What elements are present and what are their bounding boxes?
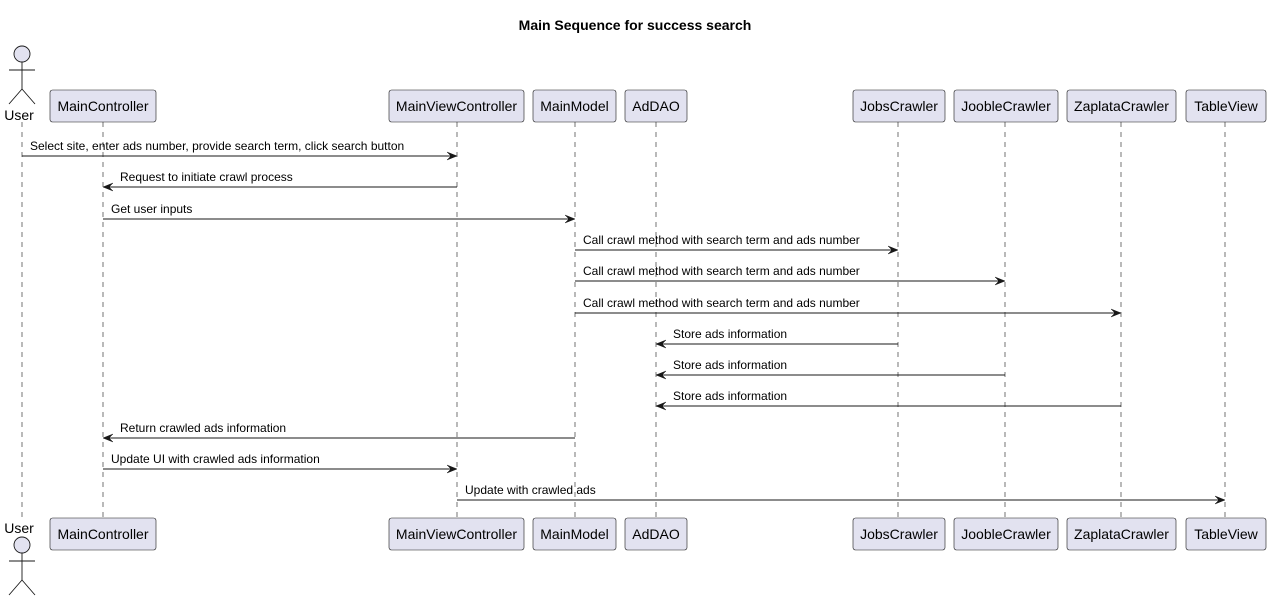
arrowhead [446, 464, 458, 474]
message-label: Store ads information [673, 358, 787, 372]
participant-label-top: MainViewController [396, 98, 517, 114]
actor-label-bottom: User [4, 520, 34, 536]
participant-box-bottom [624, 517, 688, 551]
participant-label-top: MainModel [540, 98, 608, 114]
participant-box-top [1066, 89, 1177, 123]
arrowhead [1110, 308, 1122, 318]
bottom-actor-legs [8, 579, 36, 596]
message-label: Request to initiate crawl process [120, 170, 293, 184]
message-label: Call crawl method with search term and a… [583, 264, 860, 278]
participant-box-bottom [532, 517, 617, 551]
arrowhead [887, 245, 899, 255]
participant-label-bottom: JobsCrawler [860, 526, 938, 542]
participant-label-bottom: MainViewController [396, 526, 517, 542]
message-9: Store ads information [655, 389, 1121, 411]
participant-box-top [388, 89, 525, 123]
participant-ad-dao: AdDAO AdDAO [624, 89, 688, 551]
arrowhead [655, 401, 667, 411]
message-11: Update UI with crawled ads information [103, 452, 458, 474]
participant-box-bottom [1185, 517, 1267, 551]
participant-box-bottom [852, 517, 946, 551]
message-2: Request to initiate crawl process [102, 170, 457, 192]
participant-label-bottom: AdDAO [632, 526, 680, 542]
message-label: Call crawl method with search term and a… [583, 296, 860, 310]
participant-box-top [1185, 89, 1267, 123]
participant-label-top: TableView [1194, 98, 1258, 114]
diagram-title: Main Sequence for success search [519, 17, 752, 33]
participant-label-bottom: MainController [57, 526, 148, 542]
bottom-actor-head [13, 536, 31, 554]
arrowhead [102, 433, 114, 443]
participant-box-top [532, 89, 617, 123]
message-label: Select site, enter ads number, provide s… [30, 139, 404, 153]
participant-box-top [953, 89, 1059, 123]
participant-box-top [49, 89, 157, 123]
message-12: Update with crawled ads [457, 483, 1226, 505]
message-label: Call crawl method with search term and a… [583, 233, 860, 247]
participant-label-top: JoobleCrawler [961, 98, 1051, 114]
arrowhead [446, 151, 458, 161]
participant-box-bottom [953, 517, 1059, 551]
top-actor-head [13, 45, 31, 63]
participant-label-top: JobsCrawler [860, 98, 938, 114]
participant-label-bottom: MainModel [540, 526, 608, 542]
message-label: Update UI with crawled ads information [111, 452, 320, 466]
message-label: Update with crawled ads [465, 483, 596, 497]
message-8: Store ads information [655, 358, 1005, 380]
participant-box-top [852, 89, 946, 123]
lifelines [21, 122, 1226, 518]
participant-box-bottom [388, 517, 525, 551]
arrowhead [1214, 495, 1226, 505]
participant-label-top: ZaplataCrawler [1074, 98, 1169, 114]
message-4: Call crawl method with search term and a… [575, 233, 899, 255]
participant-box-top [624, 89, 688, 123]
participant-label-bottom: ZaplataCrawler [1074, 526, 1169, 542]
message-label: Store ads information [673, 389, 787, 403]
arrowhead [655, 339, 667, 349]
message-6: Call crawl method with search term and a… [575, 296, 1122, 318]
actor-label-top: User [4, 107, 34, 123]
participant-box-bottom [1066, 517, 1177, 551]
participant-box-bottom [49, 517, 157, 551]
message-label: Store ads information [673, 327, 787, 341]
message-10: Return crawled ads information [102, 421, 575, 443]
arrowhead [564, 214, 576, 224]
arrowhead [655, 370, 667, 380]
participant-label-bottom: TableView [1194, 526, 1258, 542]
participants: UserUserMainControllerMainControllerMain… [4, 45, 1267, 596]
messages: Select site, enter ads number, provide s… [22, 139, 1226, 505]
message-label: Return crawled ads information [120, 421, 286, 435]
participant-label-top: AdDAO [632, 98, 680, 114]
arrowhead [994, 276, 1006, 286]
top-actor-legs [8, 88, 36, 105]
message-1: Select site, enter ads number, provide s… [22, 139, 458, 161]
message-label: Get user inputs [111, 202, 192, 216]
message-3: Get user inputs [103, 202, 576, 224]
message-7: Store ads information [655, 327, 898, 349]
message-5: Call crawl method with search term and a… [575, 264, 1006, 286]
participant-label-top: MainController [57, 98, 148, 114]
arrowhead [102, 182, 114, 192]
participant-label-bottom: JoobleCrawler [961, 526, 1051, 542]
